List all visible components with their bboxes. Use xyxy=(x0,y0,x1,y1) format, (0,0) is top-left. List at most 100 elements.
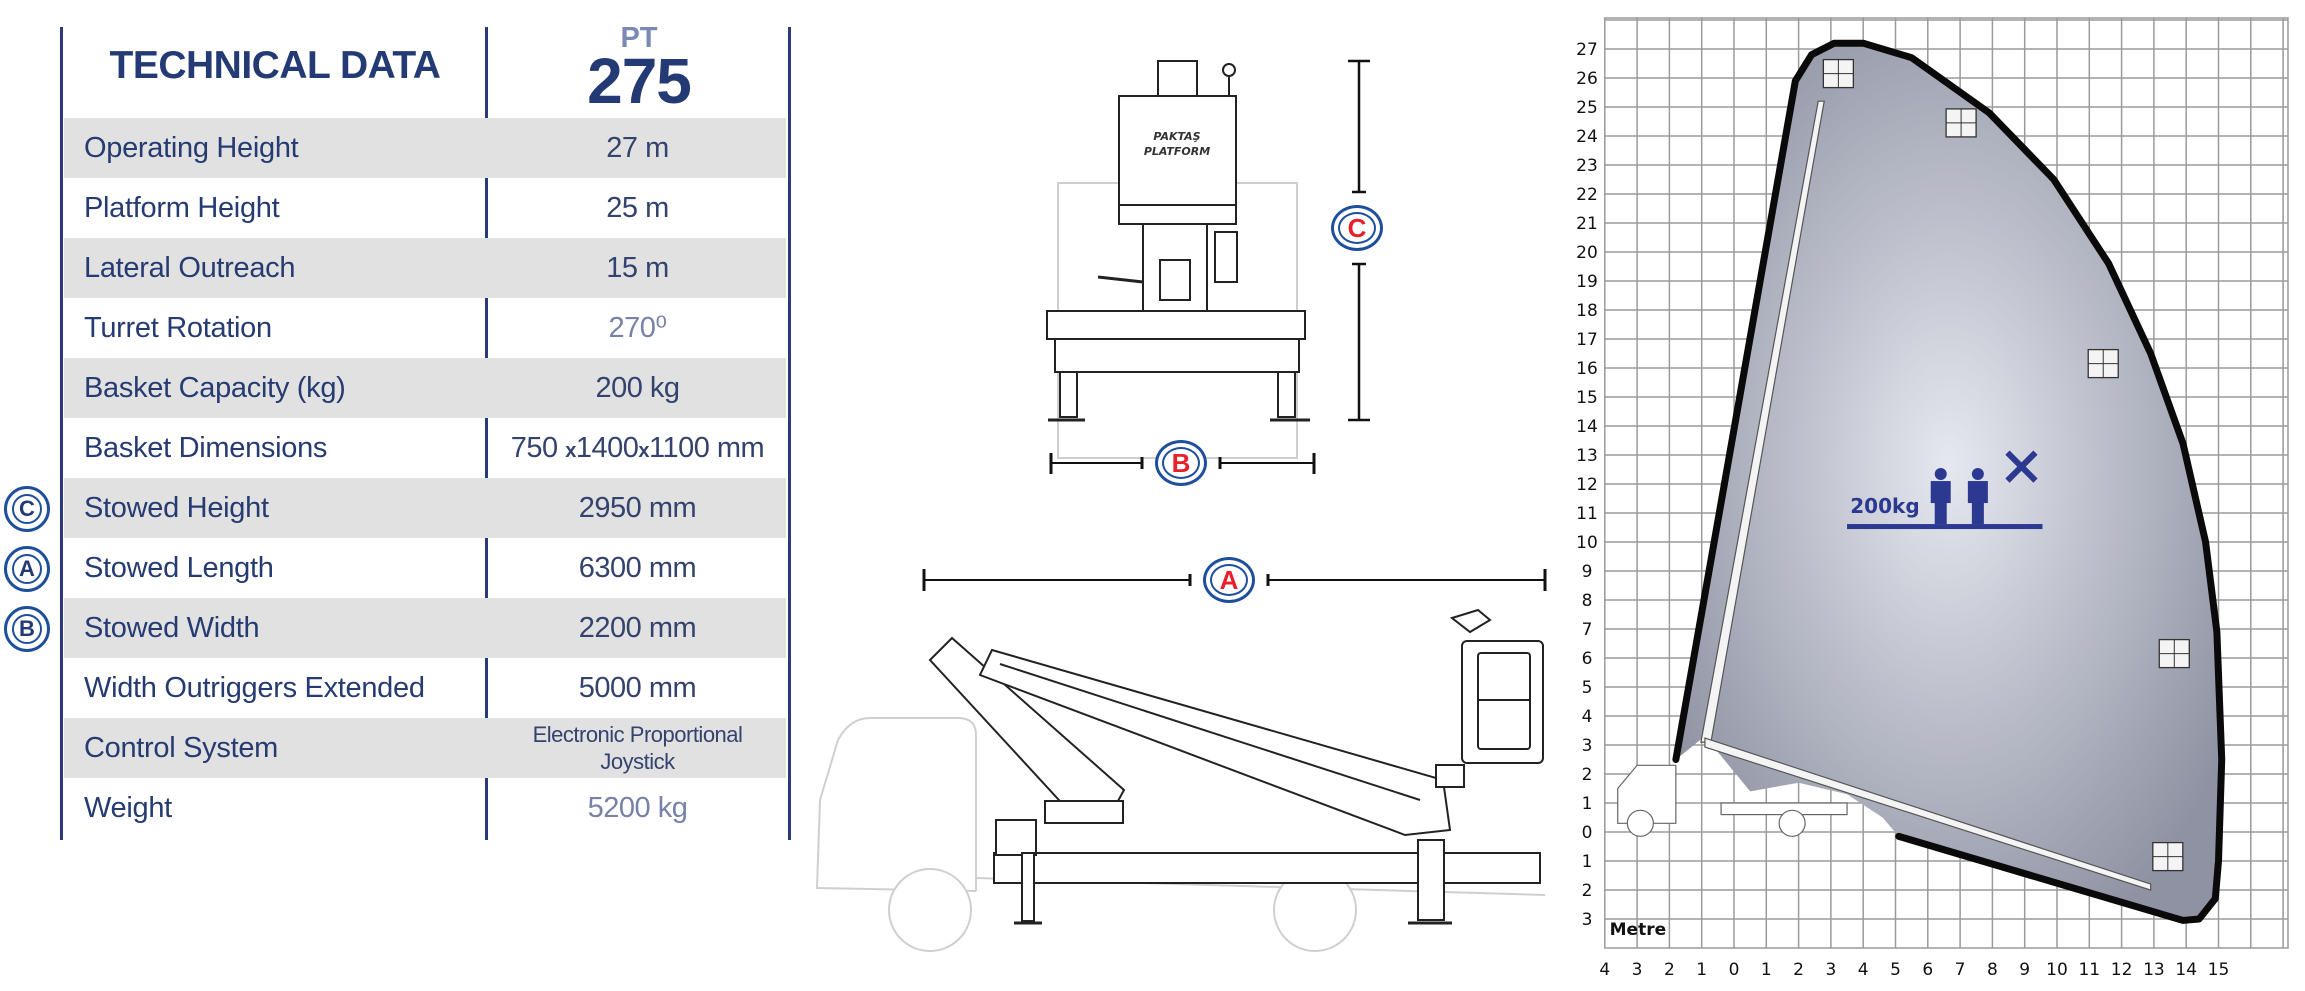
chassis-subframe xyxy=(993,852,1541,884)
y-axis-ticks: 2726252423222120191817161514131211109876… xyxy=(1576,40,1598,930)
dimension-part: 1100 mm xyxy=(648,432,765,464)
y-tick-label: 7 xyxy=(1582,620,1593,640)
front-view-drawing: PAKTAŞ PLATFORM xyxy=(1046,60,1310,459)
y-tick-label: 13 xyxy=(1576,446,1598,466)
row-value: 270⁰ xyxy=(608,312,667,344)
model-number: 275 xyxy=(587,45,692,117)
dimension-badge-b: B xyxy=(1155,440,1207,486)
y-tick-label: 20 xyxy=(1576,243,1598,263)
y-tick-label: 14 xyxy=(1576,417,1598,437)
y-tick-label: 2 xyxy=(1582,765,1593,785)
badge-letter: C xyxy=(12,494,42,524)
y-tick-label: 25 xyxy=(1576,98,1598,118)
dimension-badge-c: C xyxy=(1331,205,1383,251)
row-value: 6300 mm xyxy=(578,552,697,584)
right-outrigger xyxy=(1277,371,1296,418)
row-value: 27 m xyxy=(606,132,669,164)
x-tick-label: 3 xyxy=(1632,960,1643,980)
x-tick-label: 15 xyxy=(2208,960,2230,980)
worker-body xyxy=(1967,481,1988,504)
row-value: 750 x1400x1100 mm xyxy=(489,418,786,478)
x-tick-label: 14 xyxy=(2175,960,2197,980)
x-tick-label: 2 xyxy=(1793,960,1804,980)
row-label: Basket Capacity (kg) xyxy=(84,372,346,404)
height-dimension-line xyxy=(1348,59,1370,422)
row-value: 5200 kg xyxy=(587,792,688,824)
dimension-part: 750 xyxy=(510,432,566,464)
worker-icon xyxy=(1971,468,1984,481)
row-label: Stowed Length xyxy=(84,552,274,584)
table-row: Weight 5200 kg xyxy=(64,778,786,838)
row-value: 200 kg xyxy=(595,372,680,404)
row-value: 2950 mm xyxy=(578,492,697,524)
x-tick-label: 10 xyxy=(2046,960,2068,980)
x-tick-label: 8 xyxy=(1987,960,1998,980)
y-tick-label: 12 xyxy=(1576,475,1598,495)
y-tick-label: 24 xyxy=(1576,127,1598,147)
row-label: Control System xyxy=(84,732,279,764)
y-tick-label: 17 xyxy=(1576,330,1598,350)
x-tick-label: 2 xyxy=(1664,960,1675,980)
dimension-badge-c: C xyxy=(4,486,50,532)
y-tick-label: 6 xyxy=(1582,649,1593,669)
badge-letter: A xyxy=(12,554,42,584)
length-dimension-line xyxy=(922,569,1547,591)
x-tick-label: 4 xyxy=(1599,960,1610,980)
row-value: 25 m xyxy=(606,192,669,224)
dimension-part: 1400 xyxy=(575,432,639,464)
table-middle-border xyxy=(485,27,488,840)
model-prefix: PT xyxy=(620,22,658,54)
x-tick-label: 5 xyxy=(1890,960,1901,980)
base-frame xyxy=(1046,310,1306,340)
row-label: Platform Height xyxy=(84,192,280,224)
row-label: Lateral Outreach xyxy=(84,252,296,284)
dimension-badge-a: A xyxy=(4,546,50,592)
y-tick-label: 3 xyxy=(1582,910,1593,930)
y-tick-label: 1 xyxy=(1582,852,1593,872)
boom-positions xyxy=(1617,58,2190,891)
working-envelope-outline xyxy=(1672,39,2226,924)
badge-letter: B xyxy=(12,614,42,644)
table-left-border xyxy=(60,27,63,840)
y-tick-label: 0 xyxy=(1582,823,1593,843)
side-view-drawing xyxy=(815,608,1546,952)
x-tick-label: 1 xyxy=(1761,960,1772,980)
x-tick-label: 3 xyxy=(1825,960,1836,980)
y-tick-label: 16 xyxy=(1576,359,1598,379)
x-tick-label: 7 xyxy=(1955,960,1966,980)
x-tick-label: 1 xyxy=(1696,960,1707,980)
y-tick-label: 1 xyxy=(1582,794,1593,814)
y-tick-label: 5 xyxy=(1582,678,1593,698)
dimension-separator: x xyxy=(565,440,576,462)
y-tick-label: 21 xyxy=(1576,214,1598,234)
y-tick-label: 10 xyxy=(1576,533,1598,553)
value-line: Joystick xyxy=(600,749,675,774)
y-tick-label: 8 xyxy=(1582,591,1593,611)
y-tick-label: 23 xyxy=(1576,156,1598,176)
worker-legs xyxy=(1934,502,1947,525)
x-tick-label: 9 xyxy=(2019,960,2030,980)
left-outrigger xyxy=(1059,371,1078,418)
lever-knob xyxy=(1222,63,1236,77)
worker-body xyxy=(1930,481,1951,504)
row-label: Width Outriggers Extended xyxy=(84,672,425,704)
turret xyxy=(1044,800,1124,824)
row-label: Basket Dimensions xyxy=(84,432,328,464)
row-label: Weight xyxy=(84,792,172,824)
dimension-separator: x xyxy=(638,440,649,462)
x-tick-label: 4 xyxy=(1858,960,1869,980)
x-tick-label: 11 xyxy=(2078,960,2100,980)
truck-cab xyxy=(1617,764,1677,824)
y-tick-label: 18 xyxy=(1576,301,1598,321)
front-outrigger xyxy=(1021,852,1035,922)
table-row: Basket Capacity (kg) 200 kg xyxy=(64,358,786,418)
y-tick-label: 19 xyxy=(1576,272,1598,292)
